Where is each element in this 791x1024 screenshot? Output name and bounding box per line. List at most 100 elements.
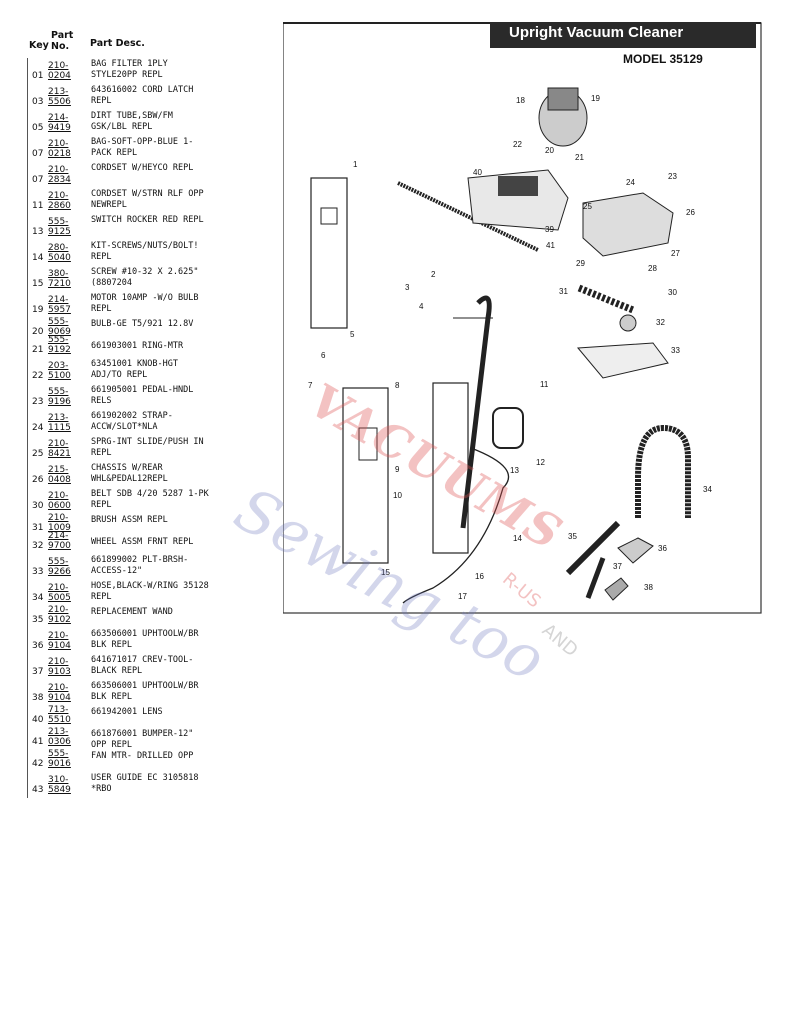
row-key: 33 [32,567,44,577]
row-key: 19 [32,305,44,315]
callout-number: 33 [671,346,680,355]
row-part-no[interactable]: 214-5957 [48,295,71,315]
row-part-desc: HOSE,BLACK-W/RING 35128 REPL [91,581,209,602]
row-key: 26 [32,475,44,485]
row-key: 35 [32,615,44,625]
row-part-no[interactable]: 280-5040 [48,243,71,263]
header-key: Key [29,40,49,51]
callout-number: 15 [381,568,390,577]
row-key: 22 [32,371,44,381]
callout-number: 21 [575,153,584,162]
row-part-no[interactable]: 210-9103 [48,657,71,677]
callout-number: 38 [644,583,653,592]
row-part-no[interactable]: 210-1009 [48,513,71,533]
callout-number: 39 [545,225,554,234]
callout-number: 3 [405,283,410,292]
row-key: 32 [32,541,44,551]
row-part-no[interactable]: 214-9419 [48,113,71,133]
callout-number: 25 [583,202,592,211]
row-part-no[interactable]: 213-1115 [48,413,71,433]
callout-number: 28 [648,264,657,273]
row-part-no[interactable]: 210-9104 [48,631,71,651]
row-key: 13 [32,227,44,237]
callout-number: 16 [475,572,484,581]
row-part-no[interactable]: 555-9192 [48,335,71,355]
row-part-no[interactable]: 555-9266 [48,557,71,577]
row-part-desc: REPLACEMENT WAND [91,607,173,617]
callout-number: 5 [350,330,355,339]
row-part-no[interactable]: 210-9104 [48,683,71,703]
row-key: 38 [32,693,44,703]
watermark-line3: AND [537,619,582,662]
row-part-no[interactable]: 310-5849 [48,775,71,795]
row-key: 25 [32,449,44,459]
row-part-no[interactable]: 210-2860 [48,191,71,211]
callout-number: 20 [545,146,554,155]
row-part-no[interactable]: 555-9125 [48,217,71,237]
callout-number: 40 [473,168,482,177]
row-part-desc: DIRT TUBE,SBW/FM GSK/LBL REPL [91,111,173,132]
row-part-desc: CHASSIS W/REAR WHL&PEDAL12REPL [91,463,168,484]
row-part-desc: USER GUIDE EC 3105818 *RBO [91,773,199,794]
row-part-no[interactable]: 380-7210 [48,269,71,289]
row-part-desc: 663506001 UPHTOOLW/BR BLK REPL [91,629,199,650]
row-part-no[interactable]: 210-5005 [48,583,71,603]
callout-number: 37 [613,562,622,571]
callout-number: 4 [419,302,424,311]
callout-number: 26 [686,208,695,217]
row-part-no[interactable]: 213-5506 [48,87,71,107]
callout-number: 31 [559,287,568,296]
row-part-no[interactable]: 555-9016 [48,749,71,769]
row-key: 24 [32,423,44,433]
row-part-no[interactable]: 555-9196 [48,387,71,407]
row-key: 07 [32,149,44,159]
table-row: 35 210-9102 REPLACEMENT WAND [27,605,277,628]
callout-number: 17 [458,592,467,601]
row-key: 05 [32,123,44,133]
row-part-desc: 663506001 UPHTOOLW/BR BLK REPL [91,681,199,702]
header-part-desc: Part Desc. [90,38,145,49]
row-part-no[interactable]: 210-8421 [48,439,71,459]
bag-part [310,177,348,329]
row-key: 23 [32,397,44,407]
row-part-no[interactable]: 215-0408 [48,465,71,485]
row-key: 42 [32,759,44,769]
row-part-desc: MOTOR 10AMP -W/O BULB REPL [91,293,199,314]
row-key: 31 [32,523,44,533]
row-key: 30 [32,501,44,511]
row-part-desc: 661902002 STRAP-ACCW/SLOT*NLA [91,411,173,432]
callout-number: 36 [658,544,667,553]
row-part-desc: 643616002 CORD LATCH REPL [91,85,194,106]
row-part-no[interactable]: 214-9700 [48,531,71,551]
row-part-no[interactable]: 203-5100 [48,361,71,381]
row-part-desc: CORDSET W/STRN RLF OPP NEWREPL [91,189,204,210]
row-key: 40 [32,715,44,725]
callout-number: 2 [431,270,436,279]
row-part-no[interactable]: 555-9069 [48,317,71,337]
row-part-no[interactable]: 213-0306 [48,727,71,747]
callout-number: 8 [395,381,400,390]
row-part-no[interactable]: 210-9102 [48,605,71,625]
header-part-no: Part No. [51,30,74,52]
callout-number: 32 [656,318,665,327]
row-part-no[interactable]: 713-5510 [48,705,71,725]
row-part-no[interactable]: 210-0600 [48,491,71,511]
row-part-no[interactable]: 210-2834 [48,165,71,185]
callout-number: 27 [671,249,680,258]
row-part-desc: SWITCH ROCKER RED REPL [91,215,204,225]
row-part-no[interactable]: 210-0204 [48,61,71,81]
callout-number: 41 [546,241,555,250]
row-part-no[interactable]: 210-0218 [48,139,71,159]
